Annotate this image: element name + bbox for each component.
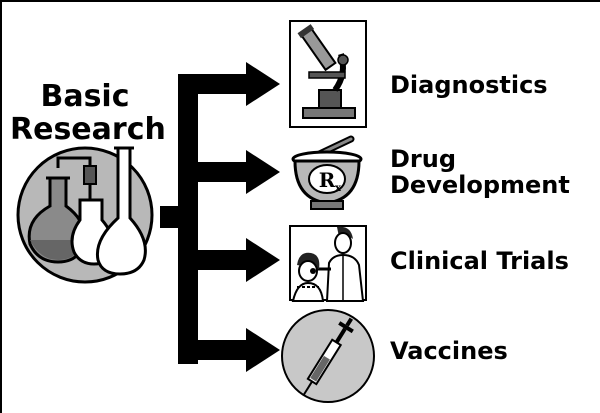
doctor-patient-icon (291, 226, 365, 302)
svg-text:R: R (319, 168, 336, 192)
source-title-line-1: Basic (40, 79, 130, 114)
svg-text:x: x (335, 183, 342, 194)
microscope-icon (297, 24, 356, 119)
frame-left-line (0, 0, 2, 413)
outcome-label-vaccines: Vaccines (390, 337, 508, 365)
outcome-label-diagnostics: Diagnostics (390, 71, 548, 99)
outcome-label-drug-line-2: Development (390, 171, 570, 199)
outcome-label-drug-line-1: Drug (390, 145, 457, 173)
lab-glassware-icon (16, 146, 154, 284)
syringe-icon (281, 309, 375, 403)
mortar-pestle-rx-icon: R x (291, 135, 363, 210)
outcome-label-clinical-trials: Clinical Trials (390, 247, 569, 275)
frame-top-line (0, 0, 600, 2)
source-title-line-2: Research (10, 112, 166, 147)
